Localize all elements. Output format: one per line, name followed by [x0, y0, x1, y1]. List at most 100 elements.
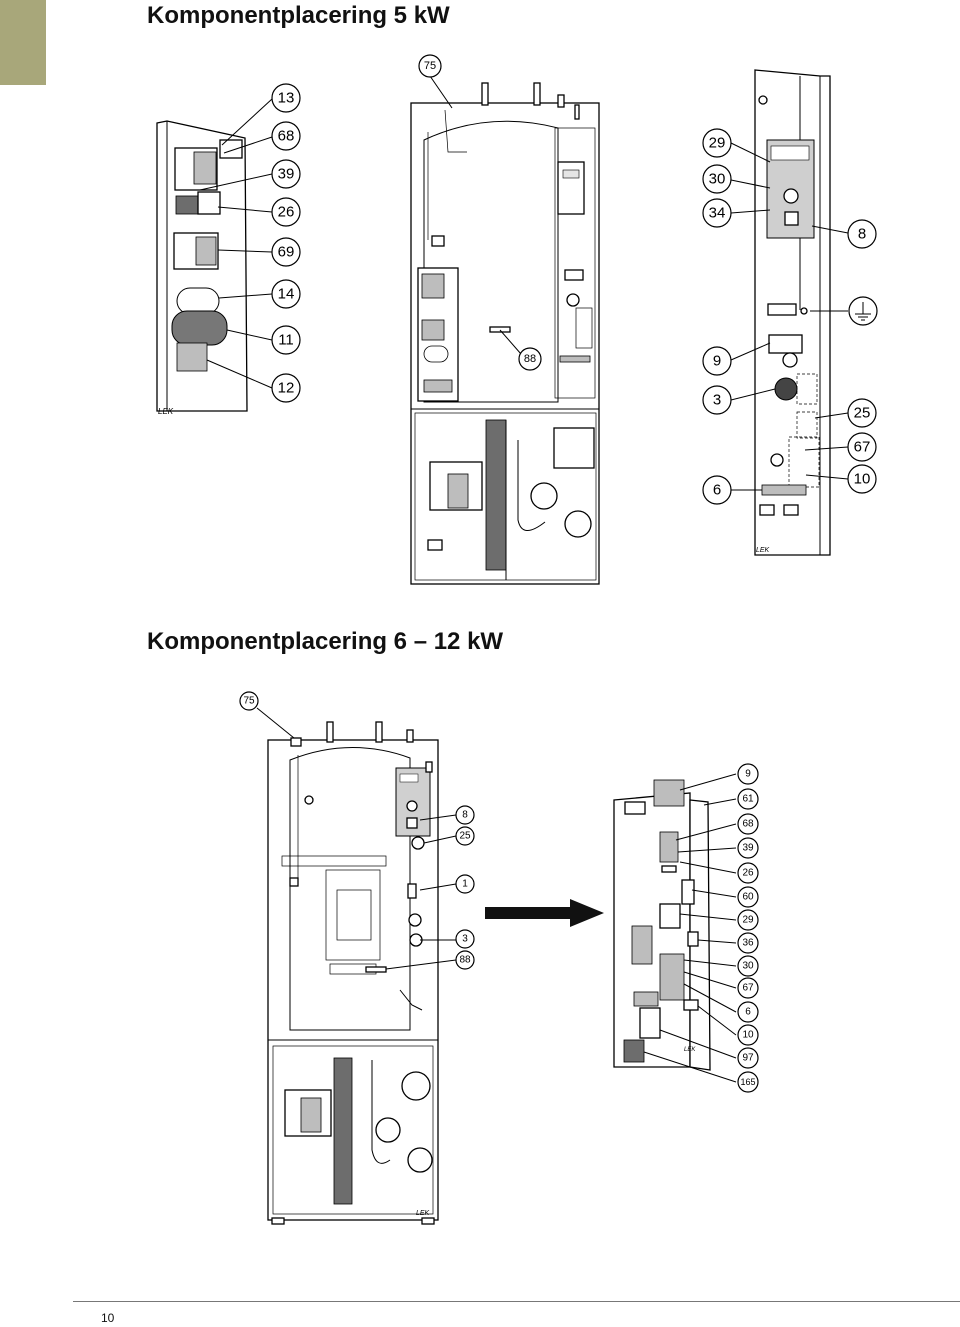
section-tab	[0, 0, 46, 85]
svg-text:1: 1	[462, 879, 468, 890]
callout-13-5kw: 13	[271, 83, 301, 113]
callout-10-5kw: 10	[847, 464, 877, 494]
expand-arrow	[485, 899, 604, 927]
callout-97-6-12kw: 97	[737, 1047, 759, 1069]
callout-6-5kw: 6	[702, 475, 732, 505]
callout-12-5kw: 12	[271, 373, 301, 403]
svg-text:97: 97	[742, 1053, 754, 1064]
main-unit-leader-lines	[256, 707, 457, 970]
callout-88-6-12kw: 88	[455, 950, 475, 970]
panel-label-right-5kw: LEK	[756, 547, 770, 554]
callout-88-5kw: 88	[518, 347, 542, 371]
callout-11-5kw: 11	[271, 325, 301, 355]
callout-29-5kw: 29	[702, 128, 732, 158]
svg-text:61: 61	[742, 794, 754, 805]
svg-text:3: 3	[713, 392, 721, 409]
main-unit-6-12kw: LEK	[267, 721, 439, 1225]
callout-1-6-12kw: 1	[455, 874, 475, 894]
svg-text:11: 11	[278, 332, 294, 349]
svg-text:10: 10	[742, 1030, 754, 1041]
title-5kw: Komponentplacering 5 kW	[147, 2, 450, 29]
svg-text:39: 39	[742, 843, 754, 854]
left-panel-leader-lines	[199, 98, 273, 389]
callout-60-6-12kw: 60	[737, 886, 759, 908]
right-control-panel-5kw: LEK	[754, 69, 831, 556]
svg-text:30: 30	[742, 961, 754, 972]
svg-text:67: 67	[742, 983, 754, 994]
svg-text:13: 13	[278, 90, 295, 107]
panel-label-5kw: LEK	[158, 407, 174, 416]
callout-75-5kw: 75	[418, 54, 442, 78]
panel-detail-leader-lines	[643, 773, 737, 1083]
ground-symbol	[848, 296, 878, 326]
page-number: 10	[101, 1311, 115, 1325]
svg-text:25: 25	[854, 405, 871, 422]
callout-10-6-12kw: 10	[737, 1024, 759, 1046]
callout-165-6-12kw: 165	[737, 1071, 759, 1093]
callout-75-6-12kw: 75	[239, 691, 259, 711]
svg-text:29: 29	[742, 915, 754, 926]
svg-text:6: 6	[713, 482, 721, 499]
callout-36-6-12kw: 36	[737, 932, 759, 954]
callout-9-6-12kw: 9	[737, 763, 759, 785]
svg-text:69: 69	[278, 244, 295, 261]
svg-text:14: 14	[278, 286, 295, 303]
svg-text:75: 75	[243, 696, 255, 707]
callout-26-5kw: 26	[271, 197, 301, 227]
callout-39-6-12kw: 39	[737, 837, 759, 859]
callout-25-6-12kw: 25	[455, 826, 475, 846]
svg-text:8: 8	[858, 226, 866, 243]
electrical-panel-6-12kw: LEK	[613, 779, 711, 1071]
panel-label-6-12kw: LEK	[416, 1210, 430, 1217]
callout-6-6-12kw: 6	[737, 1001, 759, 1023]
callout-30-5kw: 30	[702, 164, 732, 194]
callout-8-6-12kw: 8	[455, 805, 475, 825]
centre-unit-5kw	[410, 82, 600, 585]
leader-75-5kw	[429, 75, 453, 109]
footer-rule	[73, 1301, 960, 1302]
title-6-12kw: Komponentplacering 6 – 12 kW	[147, 628, 504, 655]
svg-text:39: 39	[278, 166, 295, 183]
panel-label-detail: LEK	[684, 1047, 696, 1053]
svg-text:9: 9	[713, 353, 721, 370]
svg-text:3: 3	[462, 934, 468, 945]
svg-text:88: 88	[459, 955, 471, 966]
svg-text:12: 12	[278, 380, 295, 397]
svg-text:88: 88	[524, 353, 536, 365]
callout-34-5kw: 34	[702, 198, 732, 228]
svg-text:67: 67	[854, 439, 871, 456]
callout-3-6-12kw: 3	[455, 929, 475, 949]
svg-text:75: 75	[424, 60, 436, 72]
svg-text:30: 30	[709, 171, 726, 188]
callout-69-5kw: 69	[271, 237, 301, 267]
callout-67-5kw: 67	[847, 432, 877, 462]
right-panel-leader-lines	[730, 142, 849, 491]
svg-text:25: 25	[459, 831, 471, 842]
svg-text:8: 8	[462, 810, 468, 821]
callout-26-6-12kw: 26	[737, 862, 759, 884]
callout-14-5kw: 14	[271, 279, 301, 309]
leader-88-5kw	[499, 329, 522, 355]
svg-text:6: 6	[745, 1007, 751, 1018]
svg-text:68: 68	[742, 819, 754, 830]
callout-30-6-12kw: 30	[737, 955, 759, 977]
callout-9-5kw: 9	[702, 346, 732, 376]
svg-text:165: 165	[740, 1077, 755, 1087]
svg-text:68: 68	[278, 128, 295, 145]
callout-68-5kw: 68	[271, 121, 301, 151]
svg-text:29: 29	[709, 135, 726, 152]
svg-text:34: 34	[709, 205, 726, 222]
svg-text:26: 26	[278, 204, 295, 221]
svg-text:36: 36	[742, 938, 754, 949]
callout-3-5kw: 3	[702, 385, 732, 415]
callout-25-5kw: 25	[847, 398, 877, 428]
callout-8-5kw: 8	[847, 219, 877, 249]
callout-68-6-12kw: 68	[737, 813, 759, 835]
callout-29-6-12kw: 29	[737, 909, 759, 931]
left-electrical-panel-5kw: LEK	[156, 120, 248, 416]
svg-text:10: 10	[854, 471, 871, 488]
callout-61-6-12kw: 61	[737, 788, 759, 810]
svg-text:9: 9	[745, 769, 751, 780]
svg-text:26: 26	[742, 868, 754, 879]
